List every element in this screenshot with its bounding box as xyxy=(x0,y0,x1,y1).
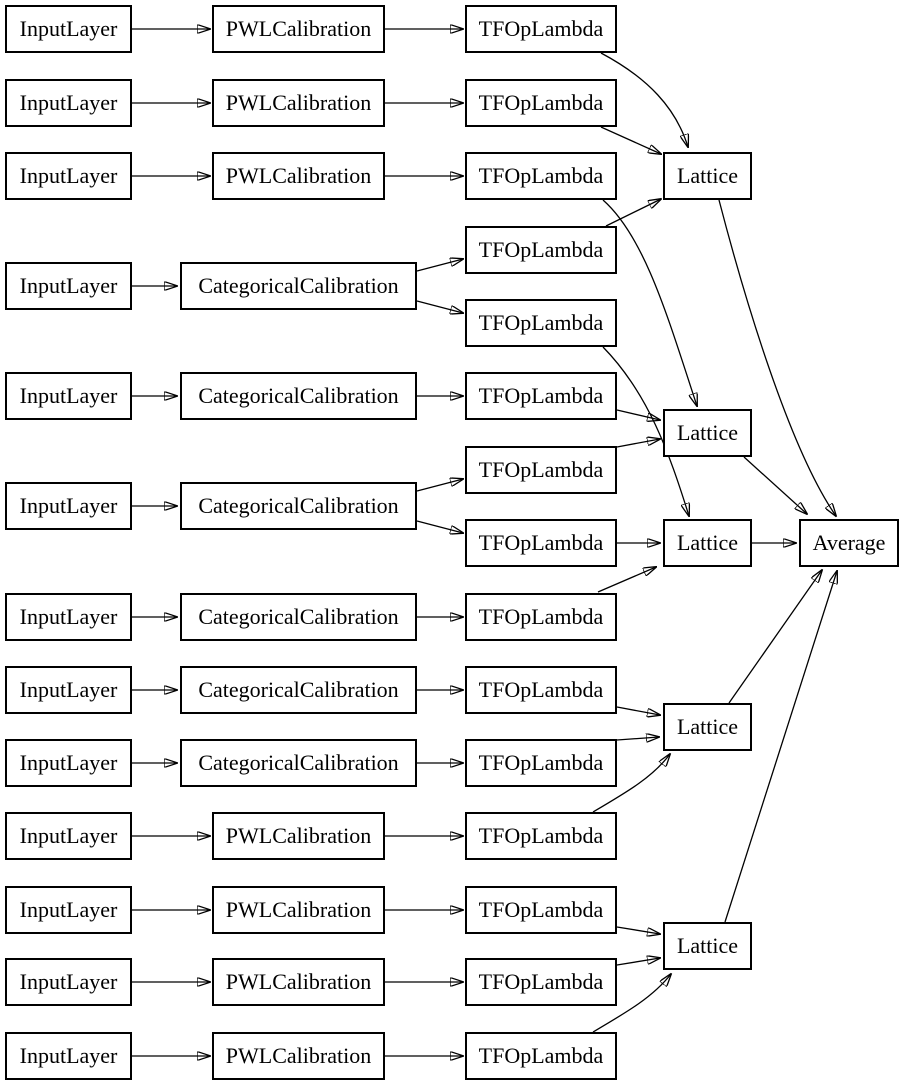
node-input-8: InputLayer xyxy=(5,666,132,714)
node-lattice-5: Lattice xyxy=(663,922,752,970)
edge-lambda4-lattice1 xyxy=(605,199,661,227)
node-average: Average xyxy=(799,519,899,567)
edge-cat1-lambda4 xyxy=(416,259,463,272)
node-pwlcalibration-4: PWLCalibration xyxy=(212,812,385,860)
node-lattice-3: Lattice xyxy=(663,519,752,567)
edge-lambda6-lattice2 xyxy=(616,409,660,420)
edge-lambda2-lattice1 xyxy=(600,126,661,154)
node-lattice-4: Lattice xyxy=(663,703,752,751)
edge-cat3-lambda8 xyxy=(416,520,463,533)
node-tfoplambda-6: TFOpLambda xyxy=(465,372,617,420)
node-tfoplambda-13: TFOpLambda xyxy=(465,886,617,934)
node-input-1: InputLayer xyxy=(5,5,132,53)
node-tfoplambda-14: TFOpLambda xyxy=(465,958,617,1006)
node-input-12: InputLayer xyxy=(5,958,132,1006)
edge-lattice5-average xyxy=(724,571,837,923)
node-tfoplambda-2: TFOpLambda xyxy=(465,79,617,127)
node-categoricalcalibration-1: CategoricalCalibration xyxy=(180,262,417,310)
edge-lambda13-lattice5 xyxy=(616,926,660,934)
edge-lambda3-lattice2 xyxy=(602,199,697,406)
edge-lattice4-average xyxy=(728,570,822,704)
node-categoricalcalibration-4: CategoricalCalibration xyxy=(180,593,417,641)
edge-lambda9-lattice3 xyxy=(597,567,656,593)
node-tfoplambda-11: TFOpLambda xyxy=(465,739,617,787)
node-tfoplambda-8: TFOpLambda xyxy=(465,519,617,567)
edge-lattice2-average xyxy=(743,456,807,514)
node-input-6: InputLayer xyxy=(5,482,132,530)
node-tfoplambda-12: TFOpLambda xyxy=(465,812,617,860)
node-categoricalcalibration-5: CategoricalCalibration xyxy=(180,666,417,714)
edge-lambda7-lattice2 xyxy=(616,439,660,448)
node-pwlcalibration-2: PWLCalibration xyxy=(212,79,385,127)
edge-lambda12-lattice4 xyxy=(592,754,670,813)
node-tfoplambda-9: TFOpLambda xyxy=(465,593,617,641)
node-lattice-1: Lattice xyxy=(663,152,752,200)
node-categoricalcalibration-3: CategoricalCalibration xyxy=(180,482,417,530)
node-tfoplambda-3: TFOpLambda xyxy=(465,152,617,200)
node-tfoplambda-5: TFOpLambda xyxy=(465,299,617,347)
node-input-13: InputLayer xyxy=(5,1032,132,1080)
node-input-11: InputLayer xyxy=(5,886,132,934)
node-tfoplambda-15: TFOpLambda xyxy=(465,1032,617,1080)
edge-lambda1-lattice1 xyxy=(600,52,688,147)
node-input-2: InputLayer xyxy=(5,79,132,127)
edge-lambda10-lattice4 xyxy=(616,706,660,715)
edge-lambda11-lattice4 xyxy=(616,737,659,740)
edge-lambda14-lattice5 xyxy=(616,958,660,966)
node-tfoplambda-1: TFOpLambda xyxy=(465,5,617,53)
edge-cat1-lambda5 xyxy=(416,300,463,313)
node-pwlcalibration-5: PWLCalibration xyxy=(212,886,385,934)
node-input-7: InputLayer xyxy=(5,593,132,641)
edge-lattice1-average xyxy=(718,199,836,516)
node-input-4: InputLayer xyxy=(5,262,132,310)
node-tfoplambda-7: TFOpLambda xyxy=(465,446,617,494)
node-lattice-2: Lattice xyxy=(663,409,752,457)
node-pwlcalibration-3: PWLCalibration xyxy=(212,152,385,200)
node-input-10: InputLayer xyxy=(5,812,132,860)
node-pwlcalibration-7: PWLCalibration xyxy=(212,1032,385,1080)
node-categoricalcalibration-2: CategoricalCalibration xyxy=(180,372,417,420)
edge-lambda5-lattice3 xyxy=(602,346,689,516)
node-pwlcalibration-1: PWLCalibration xyxy=(212,5,385,53)
node-tfoplambda-10: TFOpLambda xyxy=(465,666,617,714)
node-input-3: InputLayer xyxy=(5,152,132,200)
node-input-5: InputLayer xyxy=(5,372,132,420)
node-tfoplambda-4: TFOpLambda xyxy=(465,226,617,274)
edge-cat3-lambda7 xyxy=(416,479,463,492)
node-categoricalcalibration-6: CategoricalCalibration xyxy=(180,739,417,787)
node-pwlcalibration-6: PWLCalibration xyxy=(212,958,385,1006)
node-input-9: InputLayer xyxy=(5,739,132,787)
edge-lambda15-lattice5 xyxy=(592,974,671,1033)
